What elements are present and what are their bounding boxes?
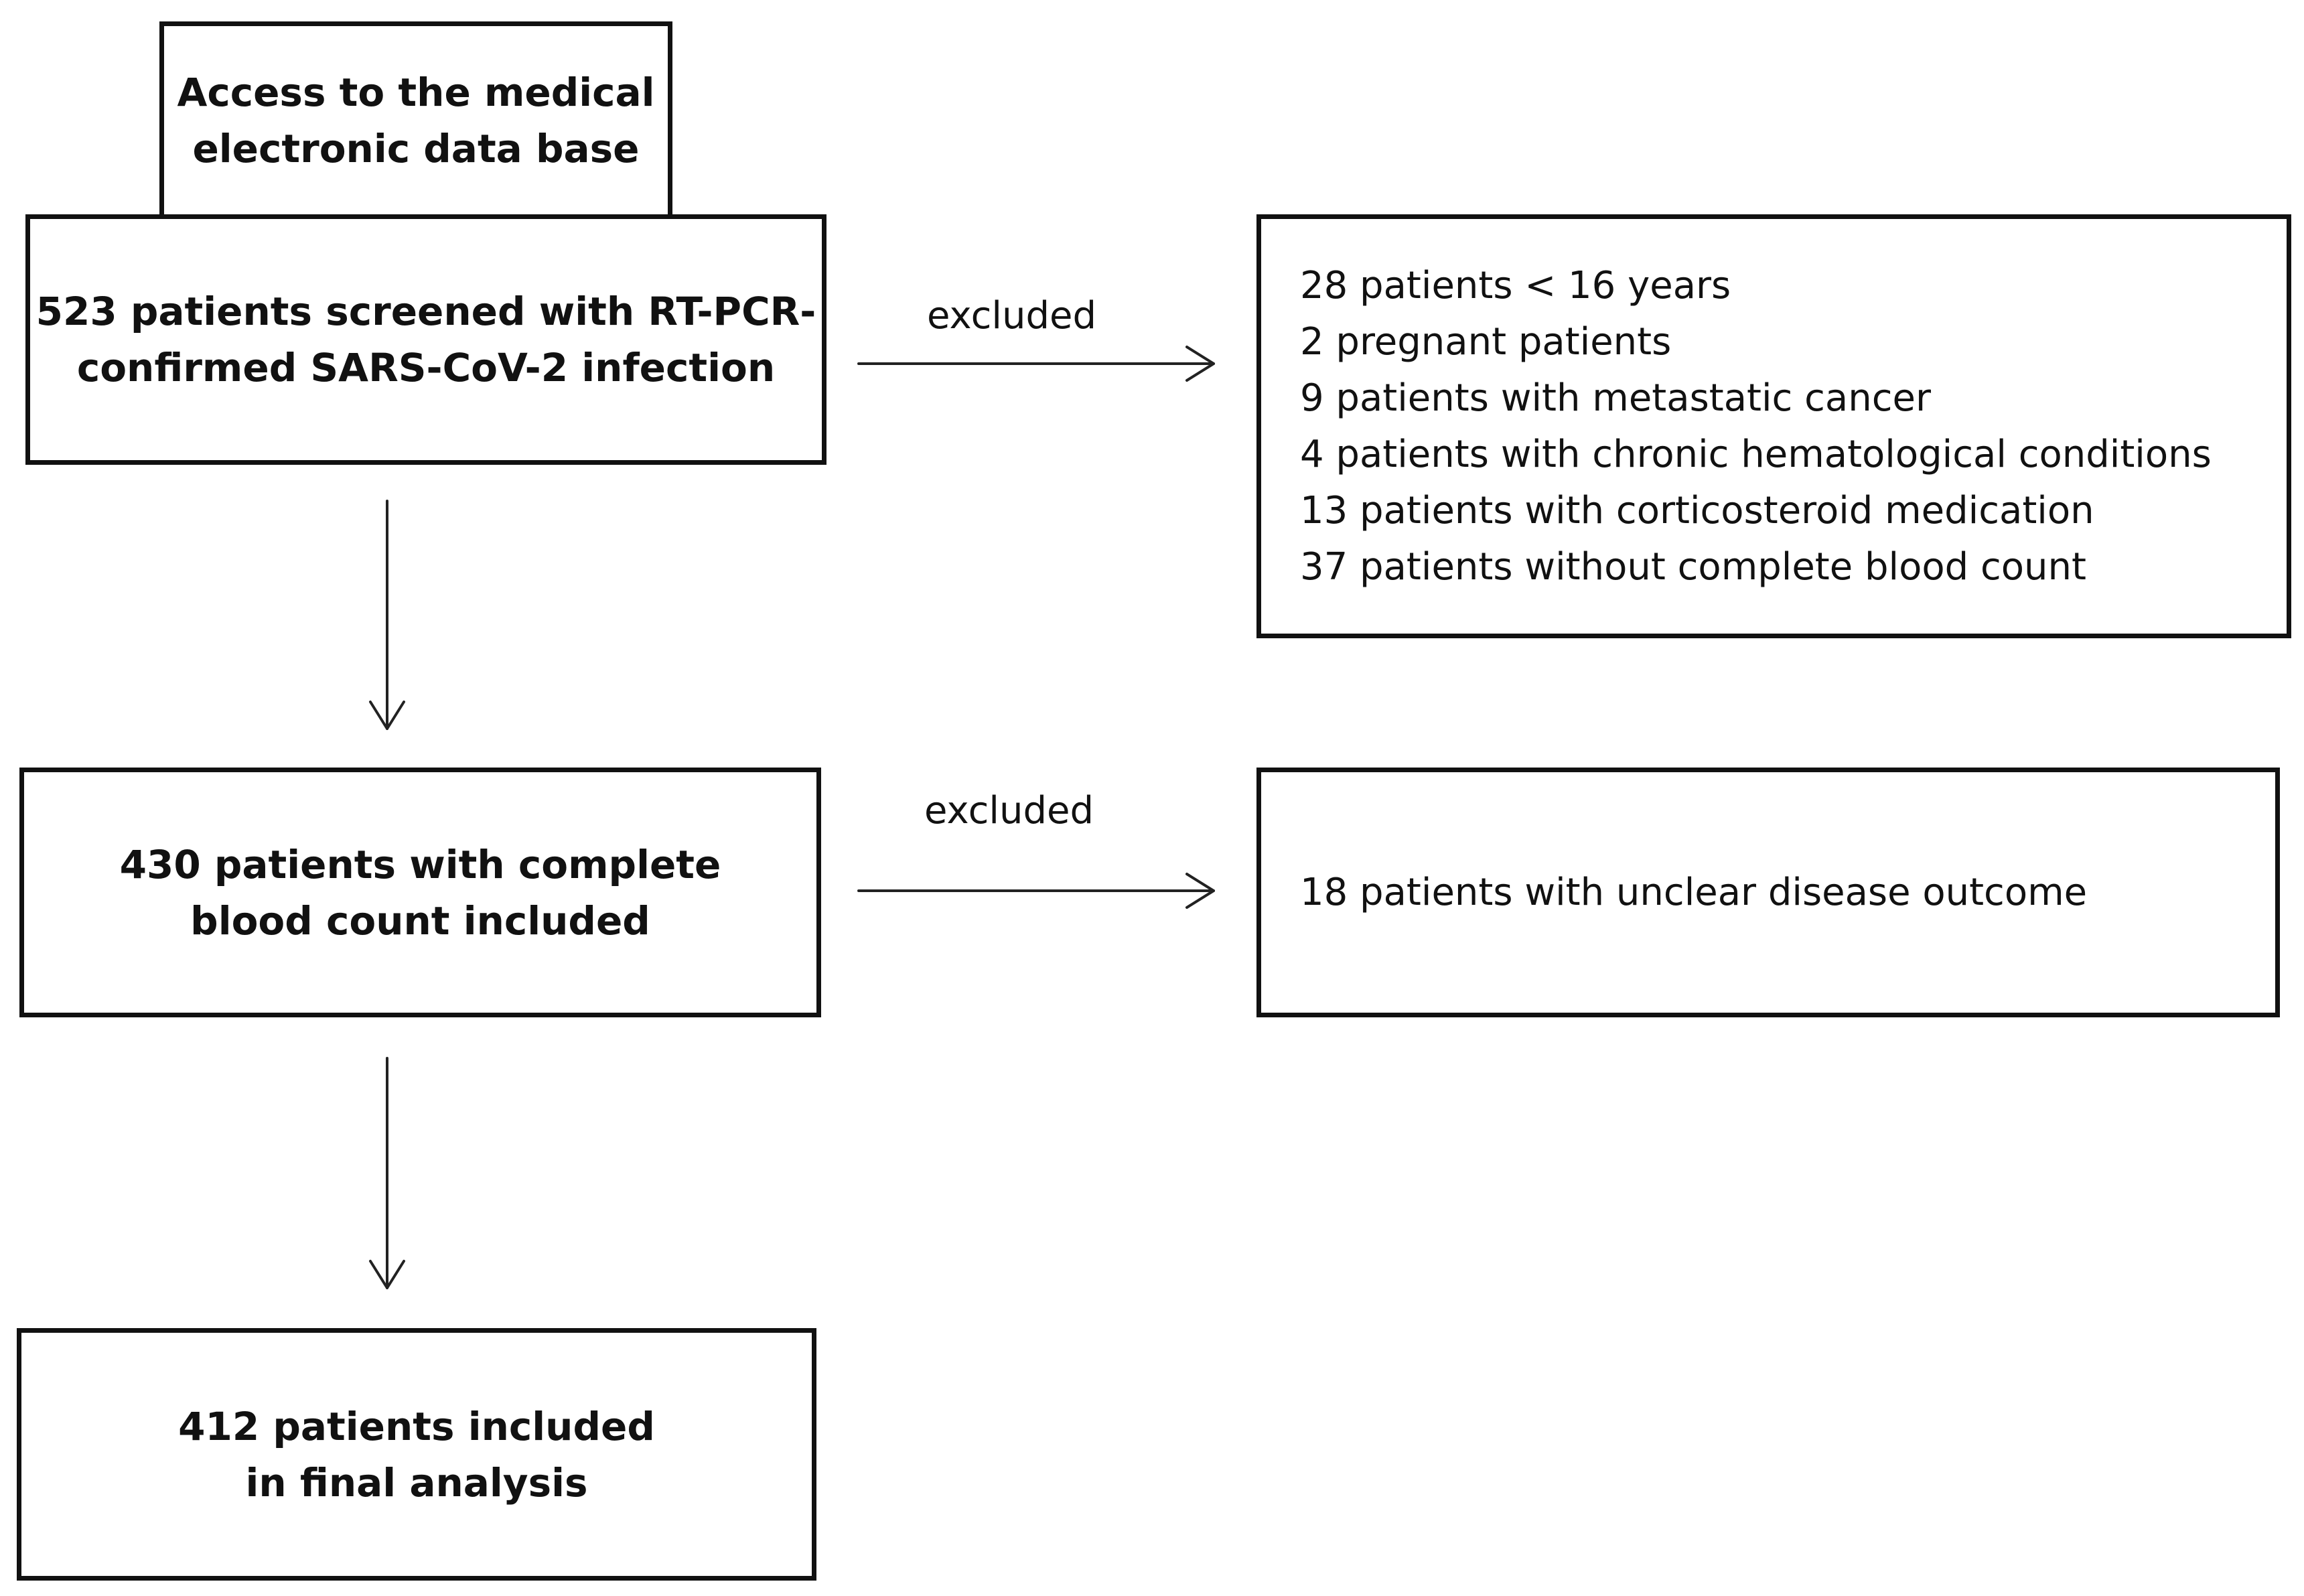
arrowhead-included-cbc [369,701,405,730]
first-exclusion-label: excluded [927,294,1097,338]
final-analysis-label: 412 patients included in final analysis [178,1403,655,1506]
exclusion-item-age: 28 patients < 16 years [1300,263,1731,307]
access-database-label: Access to the medical electronic data ba… [177,69,655,171]
included-cbc-box: 430 patients with complete blood count i… [19,768,821,1017]
arrowhead-final [369,1260,405,1289]
access-database-box: Access to the medical electronic data ba… [159,21,672,219]
second-exclusion-box: 18 patients with unclear disease outcome [1256,768,2280,1017]
exclusion-item-metastatic-cancer: 9 patients with metastatic cancer [1300,376,1931,420]
arrowhead-second-exclusion [1185,873,1215,909]
arrowhead-first-exclusion [1185,346,1215,382]
exclusion-item-no-blood-count: 37 patients without complete blood count [1300,545,2086,589]
final-analysis-box: 412 patients included in final analysis [17,1328,816,1581]
second-exclusion-list: 18 patients with unclear disease outcome [1261,865,2087,921]
exclusion-item-pregnant: 2 pregnant patients [1300,319,1672,364]
screened-patients-box: 523 patients screened with RT-PCR- confi… [25,214,826,465]
included-cbc-label: 430 patients with complete blood count i… [119,841,721,944]
exclusion-item-corticosteroid: 13 patients with corticosteroid medicati… [1300,488,2094,532]
exclusion-item-unclear-outcome: 18 patients with unclear disease outcome [1300,870,2088,914]
second-exclusion-label: excluded [924,789,1094,832]
first-exclusion-list: 28 patients < 16 years 2 pregnant patien… [1261,258,2212,595]
exclusion-item-hematological: 4 patients with chronic hematological co… [1300,432,2212,476]
first-exclusion-box: 28 patients < 16 years 2 pregnant patien… [1256,214,2291,638]
screened-patients-label: 523 patients screened with RT-PCR- confi… [35,289,816,390]
